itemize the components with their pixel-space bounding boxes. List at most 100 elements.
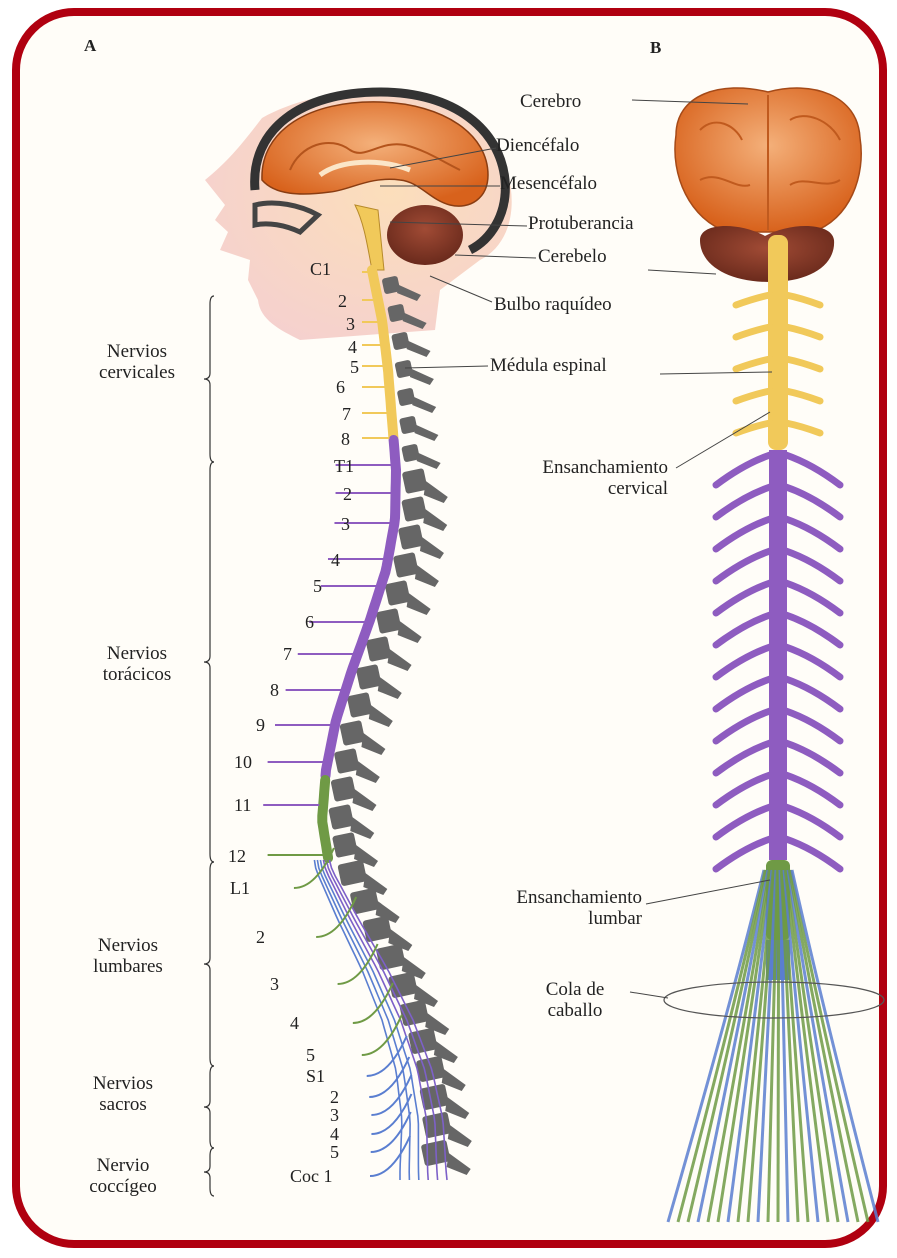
nerve-label-t8: 8 (270, 680, 279, 701)
nerve-right (786, 391, 820, 401)
leader-medula-b (660, 372, 772, 374)
bracket (204, 1066, 214, 1148)
nerve-right (786, 487, 840, 517)
panel-label-a: A (84, 36, 96, 56)
vertebra-spinous-process (407, 341, 431, 357)
nerve-right (786, 455, 840, 485)
panel-label-b: B (650, 38, 661, 58)
nerve-right (786, 711, 840, 741)
vertebra-body (339, 720, 365, 746)
nerve-label-t12: 12 (228, 846, 246, 867)
nerve-label-l3: 3 (270, 974, 279, 995)
label-ensanchamiento-lumbar-line2: lumbar (466, 909, 642, 930)
nerve-right (786, 807, 840, 837)
nerve-right (786, 615, 840, 645)
group-sacros-line1: Nervios (58, 1074, 188, 1095)
nerve-label-c1: C1 (310, 259, 331, 280)
label-ensanchamiento-cervical-line1: Ensanchamiento (478, 458, 668, 479)
nerve-label-t3: 3 (341, 514, 350, 535)
vertebra-body (401, 496, 427, 522)
leader-cerebelo-b (648, 270, 716, 274)
label-protuberancia: Protuberancia (528, 214, 634, 234)
label-cola-de-caballo: Cola de caballo (520, 980, 630, 1022)
cauda-equina-fiber (778, 870, 779, 1222)
vertebra-body (398, 524, 424, 550)
nerve-label-t6: 6 (305, 612, 314, 633)
vertebra-spinous-process (448, 1125, 472, 1147)
label-medula-espinal: Médula espinal (490, 356, 607, 376)
group-nervio-coccigeo: Nervio coccígeo (58, 1156, 188, 1198)
nerve-right (786, 519, 840, 549)
nerve-right (786, 647, 840, 677)
nerve-right (786, 359, 820, 369)
bracket (204, 296, 214, 462)
nerve-left (716, 551, 770, 581)
label-cerebro: Cerebro (520, 92, 581, 112)
vertebra-body (328, 804, 354, 830)
spinal-nerve-root (370, 1136, 410, 1176)
nerve-left (716, 679, 770, 709)
cerebellum-sagittal (387, 205, 463, 265)
nerve-label-s5: 5 (330, 1142, 339, 1163)
group-toracicos-line1: Nervios (72, 644, 202, 665)
nerve-right (786, 679, 840, 709)
label-ensanchamiento-cervical: Ensanchamiento cervical (478, 458, 668, 500)
vertebra-spinous-process (412, 397, 436, 413)
nerve-right (786, 775, 840, 805)
label-ensanchamiento-lumbar-line1: Ensanchamiento (466, 888, 642, 909)
nerve-label-c7: 7 (342, 404, 351, 425)
group-toracicos-line2: torácicos (72, 665, 202, 686)
group-lumbares-line1: Nervios (58, 936, 198, 957)
nerve-left (716, 839, 770, 869)
nerve-right (786, 327, 820, 337)
nerve-right (786, 551, 840, 581)
leader-ens-lumbar (646, 880, 770, 904)
group-lumbares-line2: lumbares (58, 957, 198, 978)
leader-medula-a (405, 366, 488, 368)
label-ensanchamiento-lumbar: Ensanchamiento lumbar (466, 888, 642, 930)
vertebra-spinous-process (398, 621, 422, 643)
nerve-label-t11: 11 (234, 795, 251, 816)
vertebra-spinous-process (369, 705, 393, 727)
vertebra-spinous-process (356, 761, 380, 783)
label-diencefalo: Diencéfalo (496, 136, 579, 156)
nerve-left (736, 391, 770, 401)
group-coccigeo-line1: Nervio (58, 1156, 188, 1177)
label-cerebelo: Cerebelo (538, 247, 607, 267)
vertebra-body (334, 748, 360, 774)
group-nervios-lumbares: Nervios lumbares (58, 936, 198, 978)
vertebra-spinous-process (424, 481, 448, 503)
vertebra-spinous-process (378, 677, 402, 699)
cord-front-cervical (768, 235, 788, 450)
nerve-left (716, 519, 770, 549)
label-bulbo-raquideo: Bulbo raquídeo (494, 295, 612, 315)
vertebra-body (393, 552, 419, 578)
nerve-right (786, 839, 840, 869)
nerve-left (716, 487, 770, 517)
nerve-left (716, 455, 770, 485)
vertebra-body (330, 776, 356, 802)
vertebra-spinous-process (414, 425, 438, 441)
vertebra-spinous-process (388, 649, 412, 671)
vertebra-spinous-process (445, 1097, 469, 1119)
label-cola-de-caballo-line2: caballo (520, 1001, 630, 1022)
nerve-label-coc1: Coc 1 (290, 1166, 333, 1187)
nerve-label-c2: 2 (338, 291, 347, 312)
nerve-label-t2: 2 (343, 484, 352, 505)
nerve-label-t9: 9 (256, 715, 265, 736)
vertebra-body (337, 860, 367, 887)
vertebra-body (356, 664, 382, 690)
nerve-right (786, 583, 840, 613)
label-ensanchamiento-cervical-line2: cervical (478, 479, 668, 500)
nerve-label-t7: 7 (283, 644, 292, 665)
nerve-left (716, 807, 770, 837)
vertebra-spinous-process (361, 733, 385, 755)
vertebra-body (366, 636, 392, 662)
vertebra-spinous-process (420, 537, 444, 559)
group-cervicales-line2: cervicales (72, 363, 202, 384)
group-nervios-toracicos: Nervios torácicos (72, 644, 202, 686)
vertebra-body (376, 608, 402, 634)
vertebra-body (385, 580, 411, 606)
